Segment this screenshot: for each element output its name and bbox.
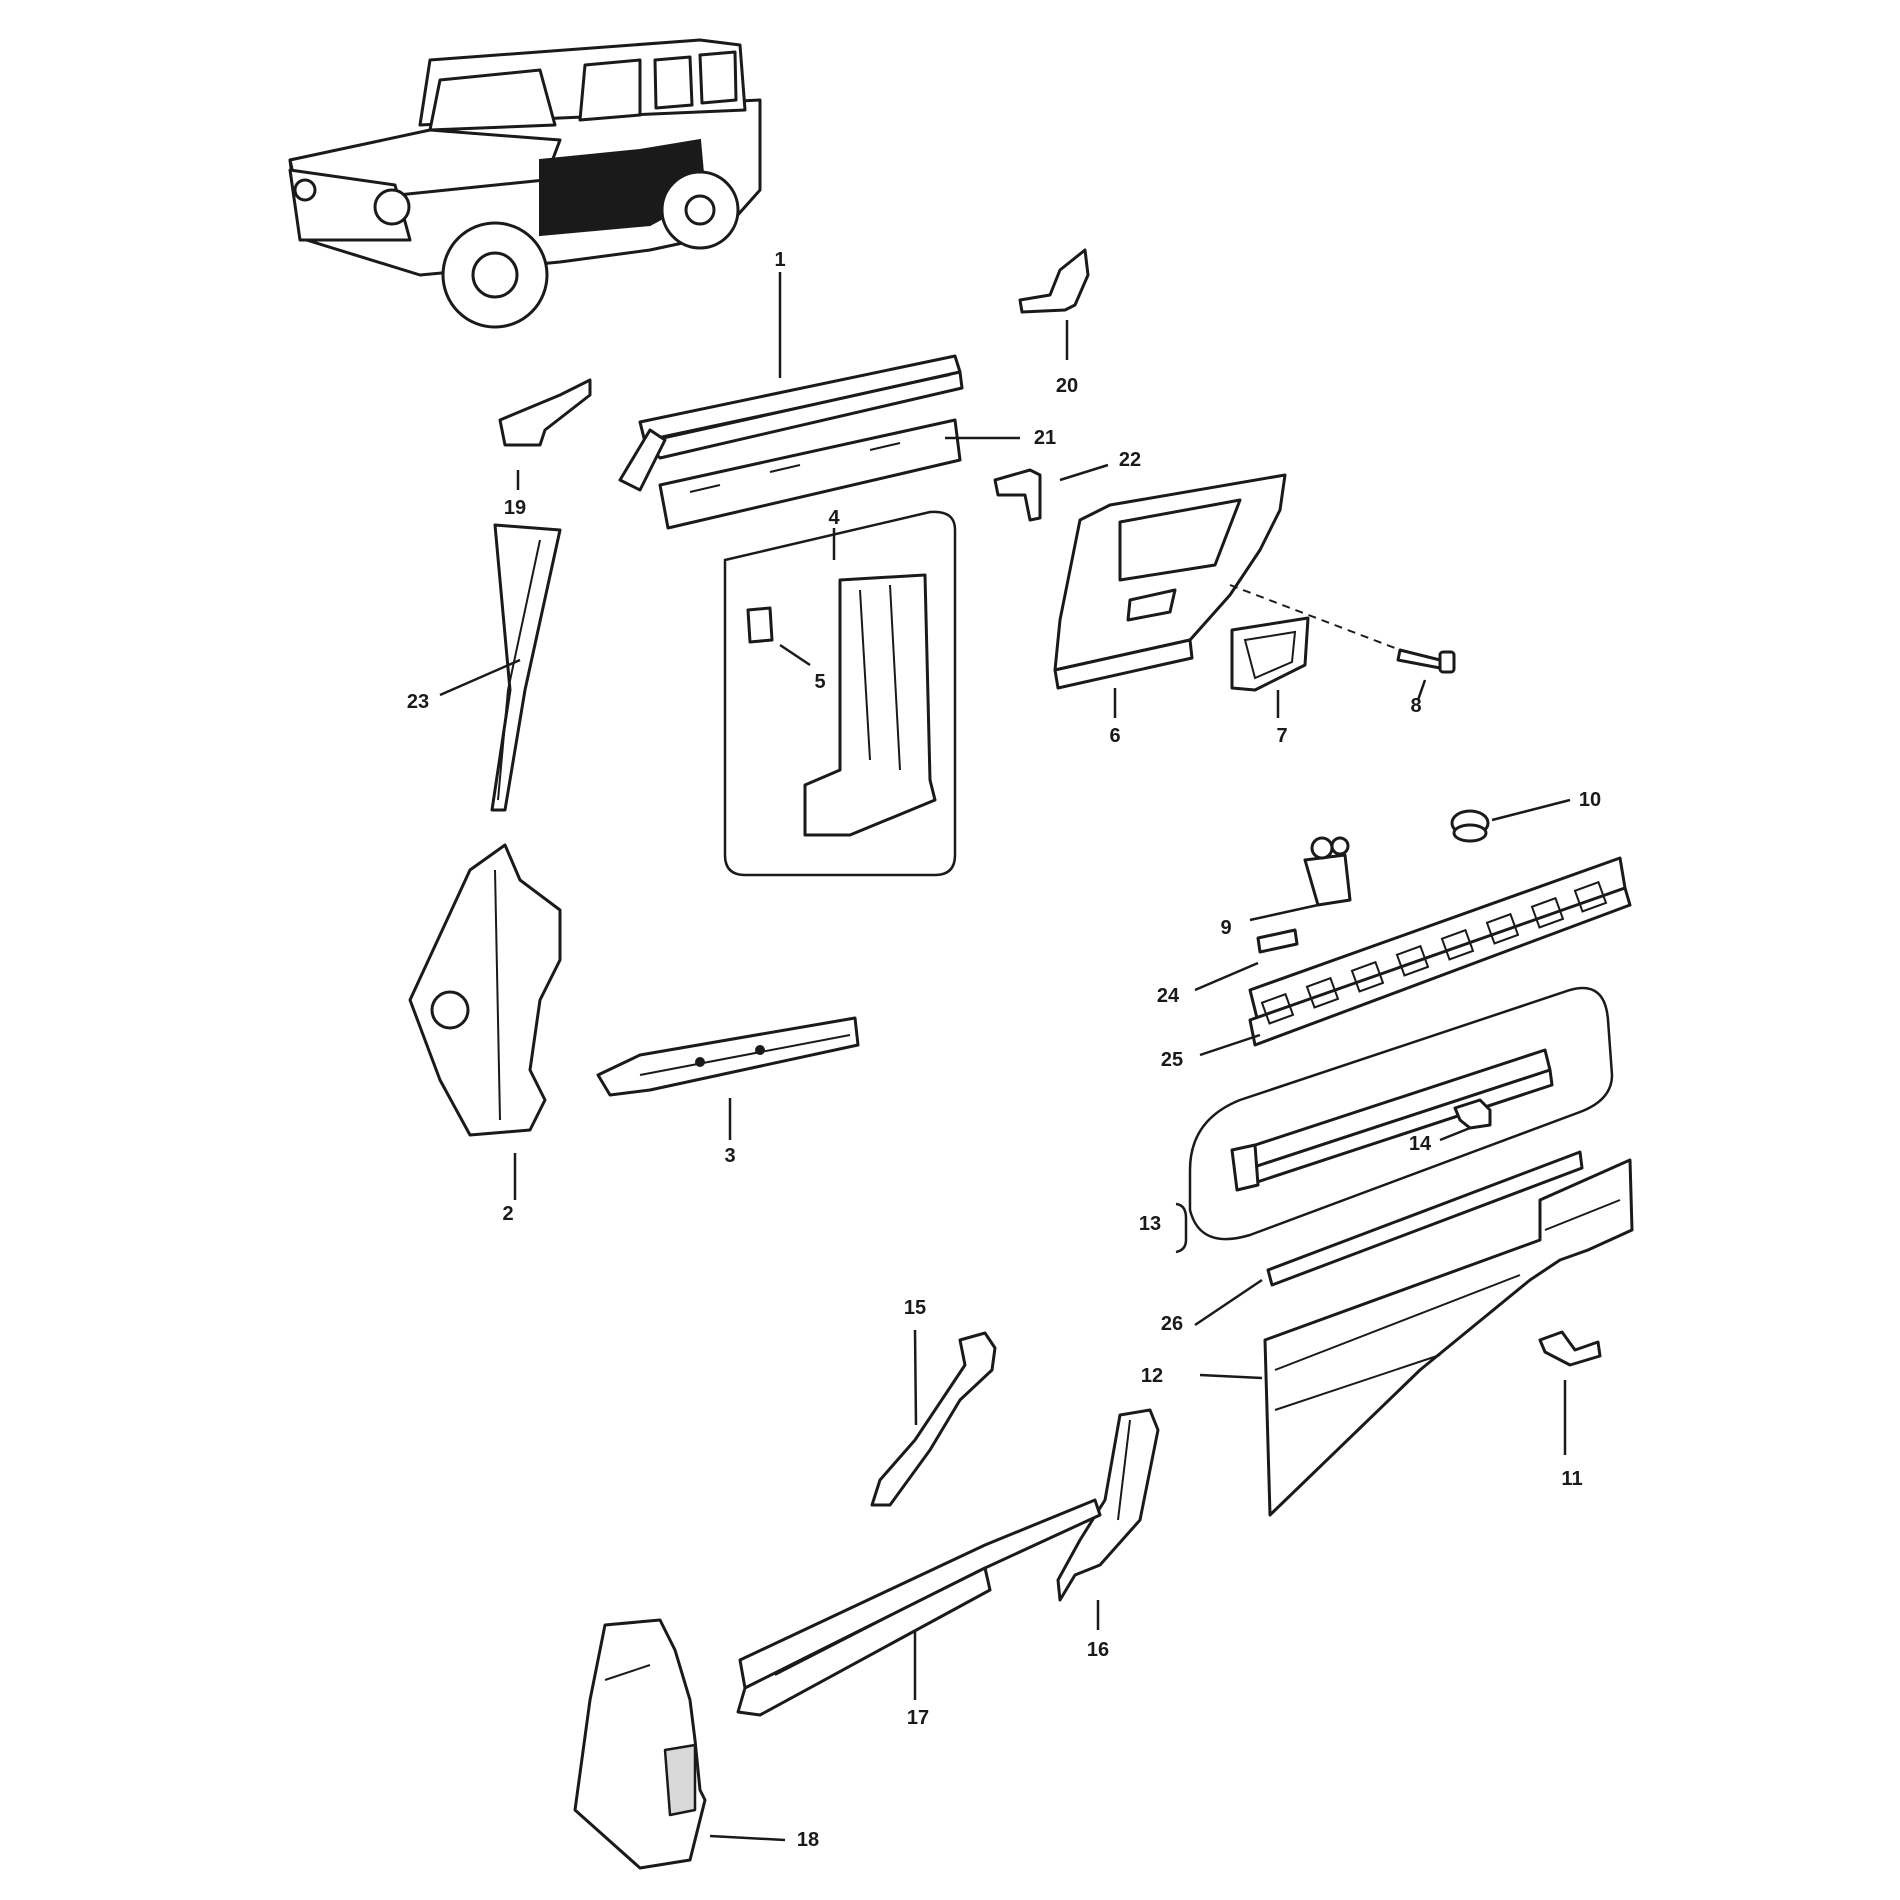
part-4-b-pillar-group [723, 510, 957, 877]
callout-20: 20 [1056, 375, 1078, 397]
callout-13: 13 [1139, 1213, 1161, 1235]
callout-26: 26 [1161, 1313, 1183, 1335]
part-24-small-piece [1256, 928, 1299, 954]
part-6-door-panel [1053, 473, 1287, 690]
vehicle-overview-illustration [288, 38, 762, 329]
part-10-plug [1450, 809, 1490, 843]
callout-8: 8 [1410, 695, 1421, 717]
part-21-rail [658, 418, 962, 530]
part-12-quarter-panel [1263, 1158, 1634, 1517]
callout-10: 10 [1579, 789, 1601, 811]
part-16-pillar-lower [1056, 1408, 1160, 1602]
part-18-rear-corner [573, 1618, 707, 1870]
part-14-clip [1453, 1098, 1492, 1130]
callout-9: 9 [1220, 917, 1231, 939]
callout-1: 1 [774, 249, 785, 271]
callout-25: 25 [1161, 1049, 1183, 1071]
part-25-sill-panel [1248, 856, 1632, 1047]
part-11-bracket [1538, 1330, 1602, 1367]
callout-3: 3 [724, 1145, 735, 1167]
part-9-clip [1303, 836, 1352, 907]
callout-22: 22 [1119, 449, 1141, 471]
callout-15: 15 [904, 1297, 926, 1319]
part-22-corner-piece [993, 468, 1042, 522]
callout-14: 14 [1409, 1133, 1432, 1155]
part-15-strut [870, 1331, 997, 1507]
callout-24: 24 [1157, 985, 1180, 1007]
callout-2: 2 [502, 1203, 513, 1225]
part-17-lower-sill [736, 1498, 1102, 1717]
part-7-trim-ring [1230, 616, 1310, 692]
part-2-front-pillar [408, 843, 562, 1137]
part-3-cross-member [596, 1016, 860, 1097]
callout-19: 19 [504, 497, 526, 519]
part-19-bracket [498, 378, 592, 447]
part-13-sill-group [1188, 986, 1614, 1241]
leader-lines [439, 272, 1571, 1842]
callout-4: 4 [828, 507, 840, 529]
callout-7: 7 [1276, 725, 1287, 747]
part-1-roof-rail [618, 354, 964, 492]
part-23-pillar-strip [490, 523, 562, 812]
part-26-strip [1266, 1150, 1584, 1287]
part-8-screw [1396, 648, 1456, 674]
callout-6: 6 [1109, 725, 1120, 747]
callout-21: 21 [1034, 427, 1056, 449]
callout-5: 5 [814, 671, 825, 693]
callout-17: 17 [907, 1707, 929, 1729]
callout-18: 18 [797, 1829, 819, 1851]
callout-11: 11 [1561, 1468, 1582, 1490]
callout-16: 16 [1087, 1639, 1109, 1661]
callout-labels: 1 2 3 4 5 6 7 8 9 10 11 12 13 14 15 16 1… [407, 249, 1601, 1851]
callout-12: 12 [1141, 1365, 1163, 1387]
part-20-bracket [1018, 248, 1090, 314]
part-5-plate [746, 606, 774, 644]
part-6-to-8-dashed-line [1229, 584, 1401, 651]
callout-23: 23 [407, 691, 429, 713]
